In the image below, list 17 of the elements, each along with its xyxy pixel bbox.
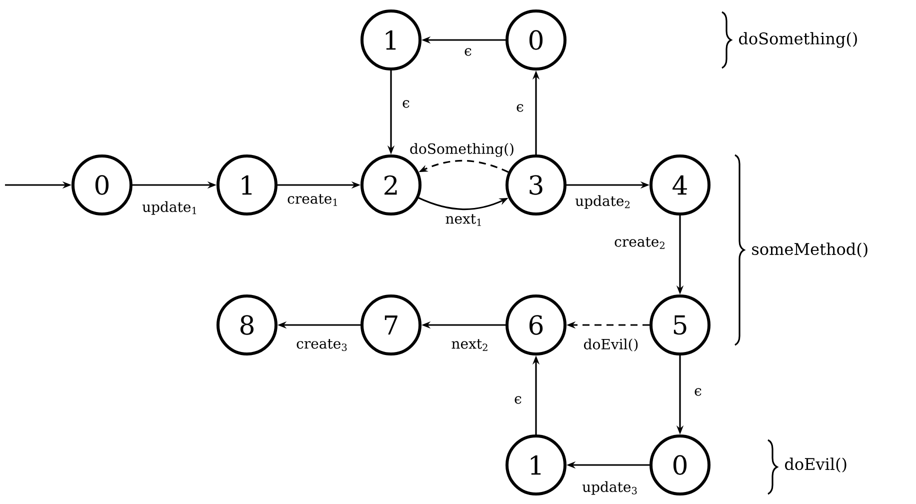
- edge-label: ϵ: [401, 99, 411, 109]
- edge-label: create$_{1}$: [286, 193, 340, 207]
- edge-label: ϵ: [513, 395, 523, 405]
- method-label: someMethod(): [752, 242, 868, 258]
- edge-label: doEvil(): [582, 338, 640, 352]
- edge-label: update$_{1}$: [141, 200, 199, 216]
- edge-label: create$_{3}$: [295, 338, 349, 352]
- edge-label: ϵ: [693, 387, 703, 397]
- method-label: doEvil(): [785, 458, 846, 472]
- edge-label: update$_{3}$: [581, 480, 639, 496]
- edge-label: ϵ: [515, 103, 525, 113]
- edge-label: next$_{1}$: [444, 213, 484, 227]
- edge-label: next$_{2}$: [450, 338, 490, 352]
- edge-label: ϵ: [463, 47, 473, 57]
- method-label: doSomething(): [739, 32, 857, 48]
- edge-label: create$_{2}$: [613, 236, 667, 250]
- edge-label: update$_{2}$: [574, 194, 632, 210]
